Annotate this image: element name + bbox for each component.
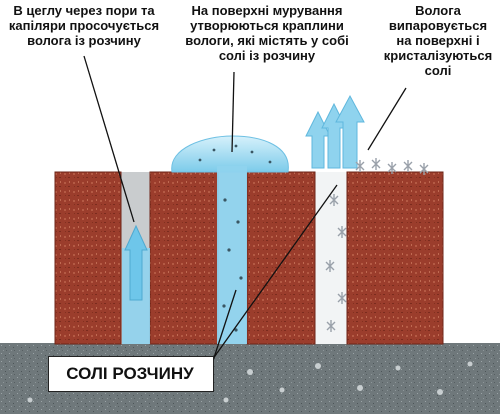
caption-evaporation-crystallization: Волога випаровується на поверхні і крист… — [383, 3, 493, 78]
mortar-salts-label: СОЛІ РОЗЧИНУ — [66, 364, 194, 383]
caption-surface-droplets: На поверхні мурування утворюються крапли… — [185, 3, 349, 63]
brick — [346, 171, 444, 345]
brick — [246, 171, 316, 345]
leader-lines — [83, 55, 407, 371]
evaporation-arrows — [305, 94, 365, 169]
moisture-column — [217, 166, 247, 344]
brick — [149, 171, 219, 345]
mortar-salts-label-box — [48, 356, 214, 392]
brick — [54, 171, 122, 345]
salt-crystals — [325, 158, 429, 332]
mortar-pores — [27, 361, 473, 403]
caption-capillary-moisture: В цеглу через пори та капіляри просочуєт… — [8, 3, 160, 48]
mortar-joint — [313, 172, 349, 344]
rising-moisture-arrow — [124, 224, 148, 301]
